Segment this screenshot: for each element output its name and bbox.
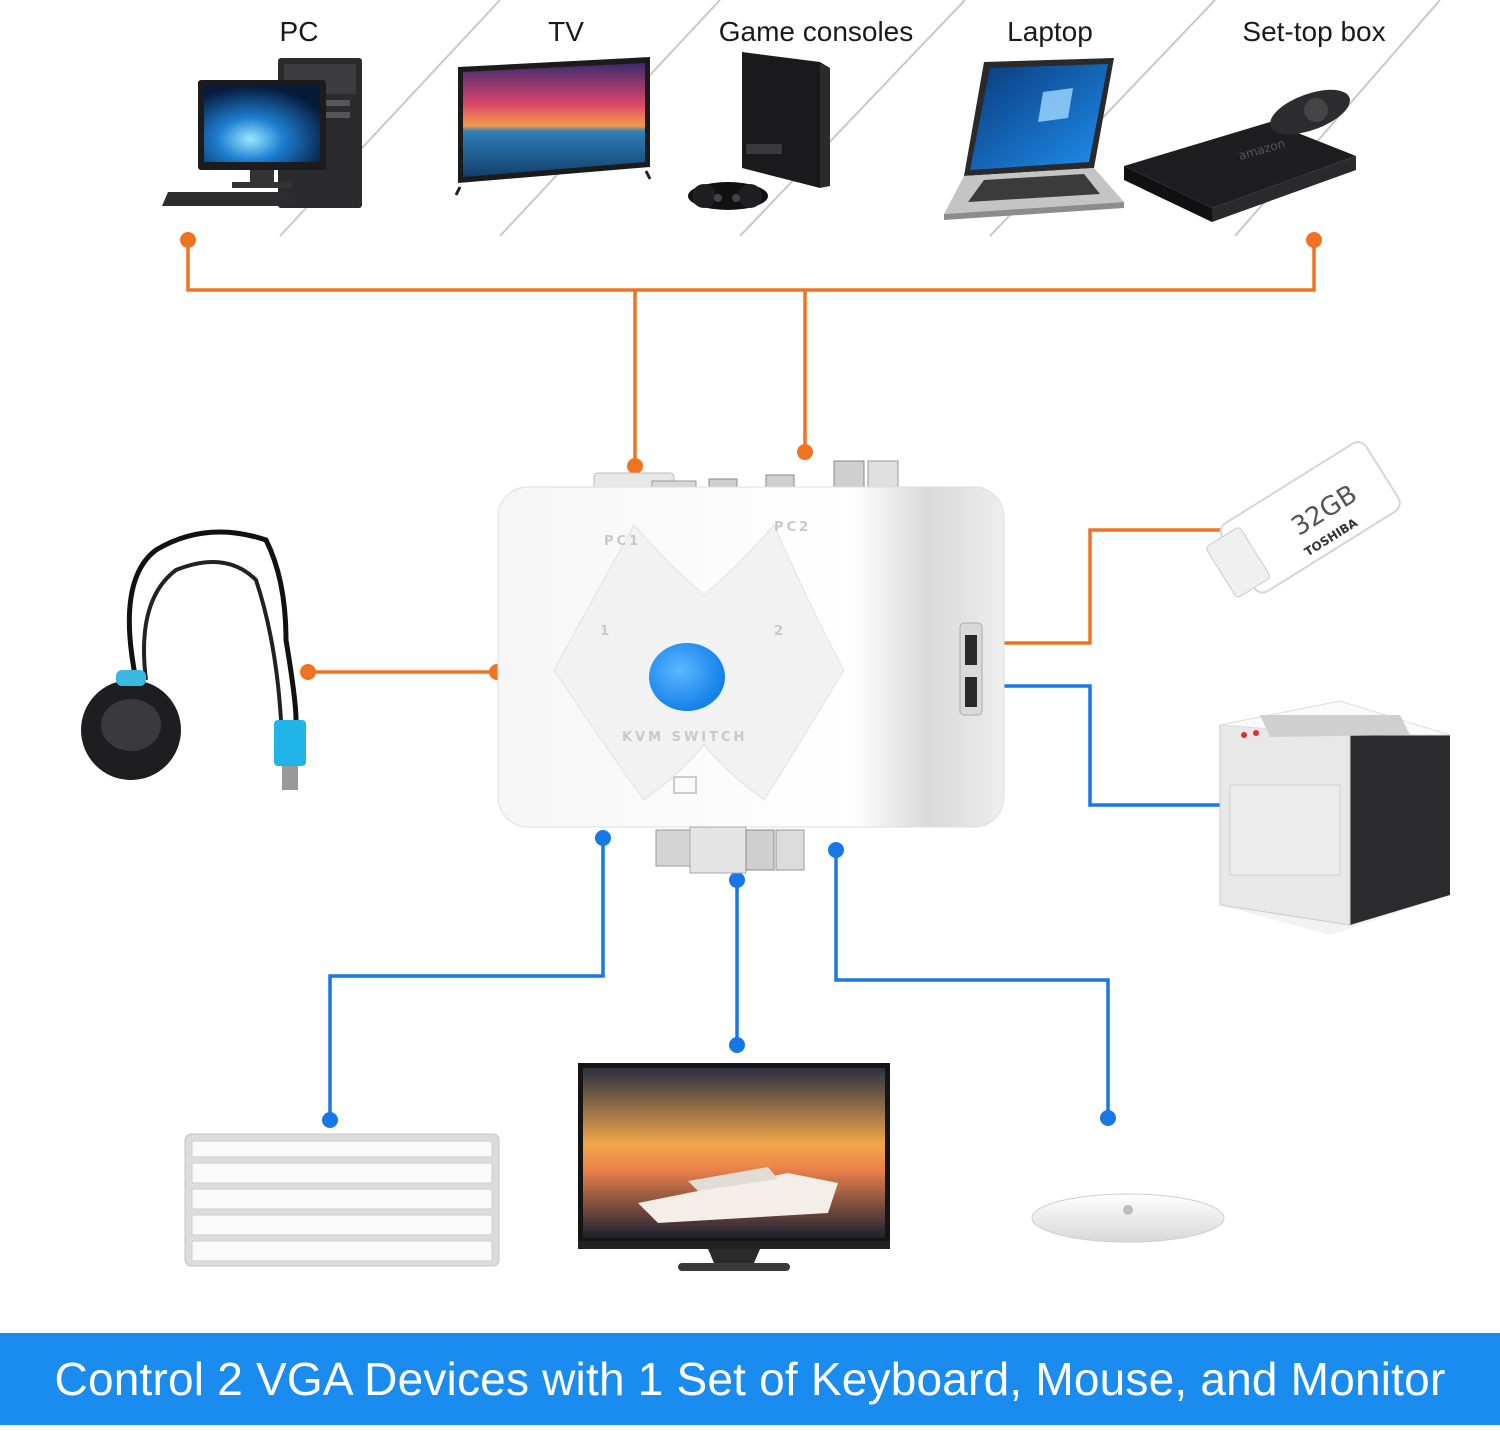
banner-text: Control 2 VGA Devices with 1 Set of Keyb… [54, 1353, 1446, 1405]
laptop-icon [944, 58, 1124, 220]
input-wires [186, 240, 1316, 674]
source-label-pc: PC [279, 16, 319, 47]
source-label-set-top-box: Set-top box [1242, 16, 1386, 47]
tv-icon [454, 57, 652, 196]
source-label-tv: TV [548, 16, 584, 47]
game-console-icon [688, 52, 830, 210]
monitor-icon [578, 1063, 890, 1271]
kvm-switch: KVM SWITCH PC1 PC2 1 2 [497, 460, 1005, 874]
output-wires [328, 684, 1240, 1120]
set-top-box-icon: amazon [1124, 89, 1356, 222]
kvm-button1-label: 1 [600, 624, 612, 639]
kvm-port2-label: PC2 [774, 520, 811, 535]
footer-banner: Control 2 VGA Devices with 1 Set of Keyb… [0, 1333, 1500, 1425]
keyboard-icon [184, 1133, 500, 1267]
kvm-label: KVM SWITCH [622, 730, 747, 745]
kvm-button2-label: 2 [774, 624, 786, 639]
remote-switch-icon [81, 529, 306, 790]
usb-drive-icon: 32GB TOSHIBA [1206, 441, 1401, 598]
source-label-game-consoles: Game consoles [718, 16, 914, 47]
printer-icon [1219, 700, 1451, 935]
mouse-icon [1031, 1193, 1225, 1243]
desktop-pc-icon [162, 58, 362, 208]
kvm-port1-label: PC1 [604, 534, 641, 549]
source-label-laptop: Laptop [1007, 16, 1093, 47]
